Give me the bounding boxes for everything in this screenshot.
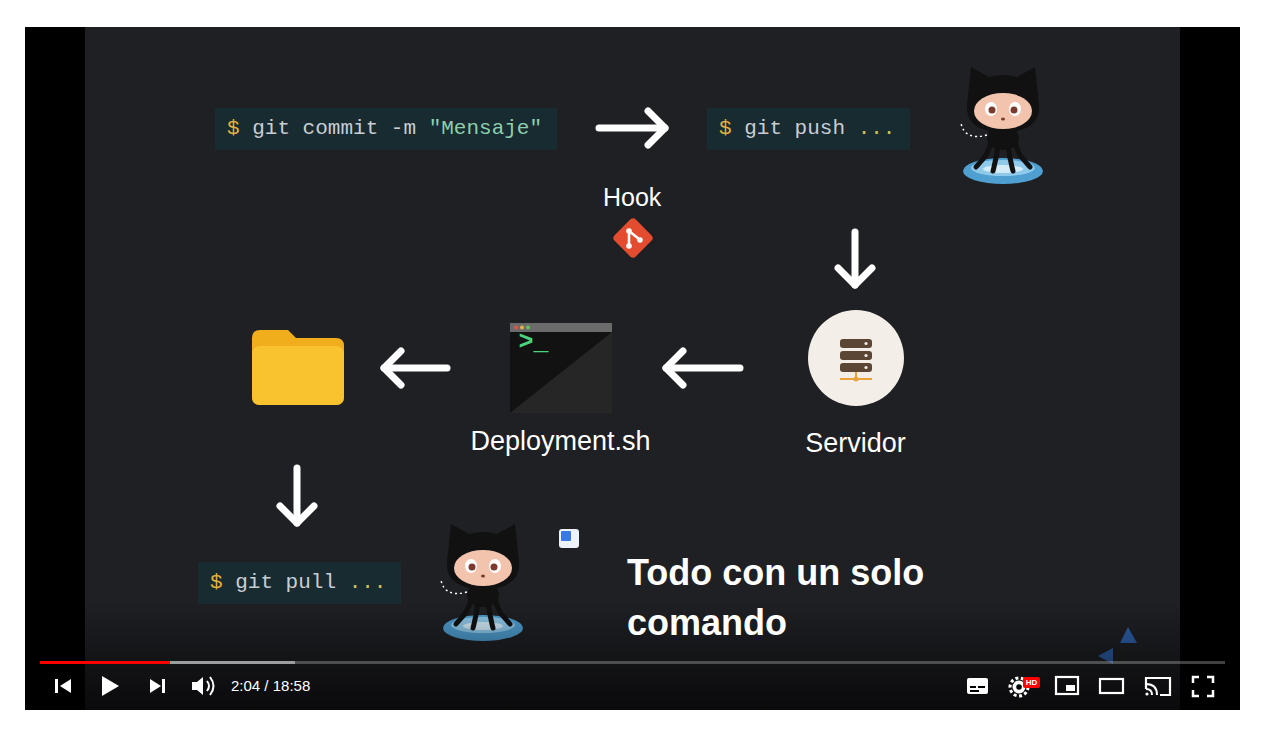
server-node: Servidor (802, 309, 909, 459)
prompt-glyph: >_ (519, 329, 549, 357)
hook-label: Hook (603, 183, 661, 212)
terminal-icon-wrap: >_ (510, 323, 612, 413)
hd-badge: HD (1023, 677, 1040, 688)
slogan-text: Todo con un solo comando (627, 548, 987, 648)
flow-arrow (280, 351, 447, 523)
server-icon (807, 309, 905, 407)
arrow-head (648, 111, 665, 145)
time-display: 2:04 / 18:58 (231, 676, 310, 696)
flow-arrow (599, 111, 665, 145)
code-box: $ git pull ... (198, 562, 401, 604)
command-text: $ git commit -m "Mensaje" (227, 117, 542, 140)
arrow-line (852, 232, 859, 285)
flow-arrow (838, 232, 872, 285)
code-box: $ git push ... (707, 108, 910, 150)
code-box: $ git commit -m "Mensaje" (215, 108, 557, 150)
command-text: $ git pull ... (210, 571, 386, 594)
translate-icon (559, 529, 579, 548)
server-icon-wrap (807, 309, 905, 407)
arrow-head (838, 268, 872, 285)
server-label: Servidor (802, 428, 909, 459)
command-text: $ git push ... (719, 117, 895, 140)
arrow-head (666, 351, 683, 385)
octocat-top (961, 67, 1043, 184)
script-node: >_ Deployment.sh (467, 323, 654, 457)
arrow-line (599, 125, 665, 132)
folder-icon (252, 330, 344, 405)
arrow-line (666, 365, 740, 372)
flow-arrow (666, 351, 740, 385)
git-icon (612, 217, 654, 259)
script-name: Deployment.sh (467, 426, 654, 457)
